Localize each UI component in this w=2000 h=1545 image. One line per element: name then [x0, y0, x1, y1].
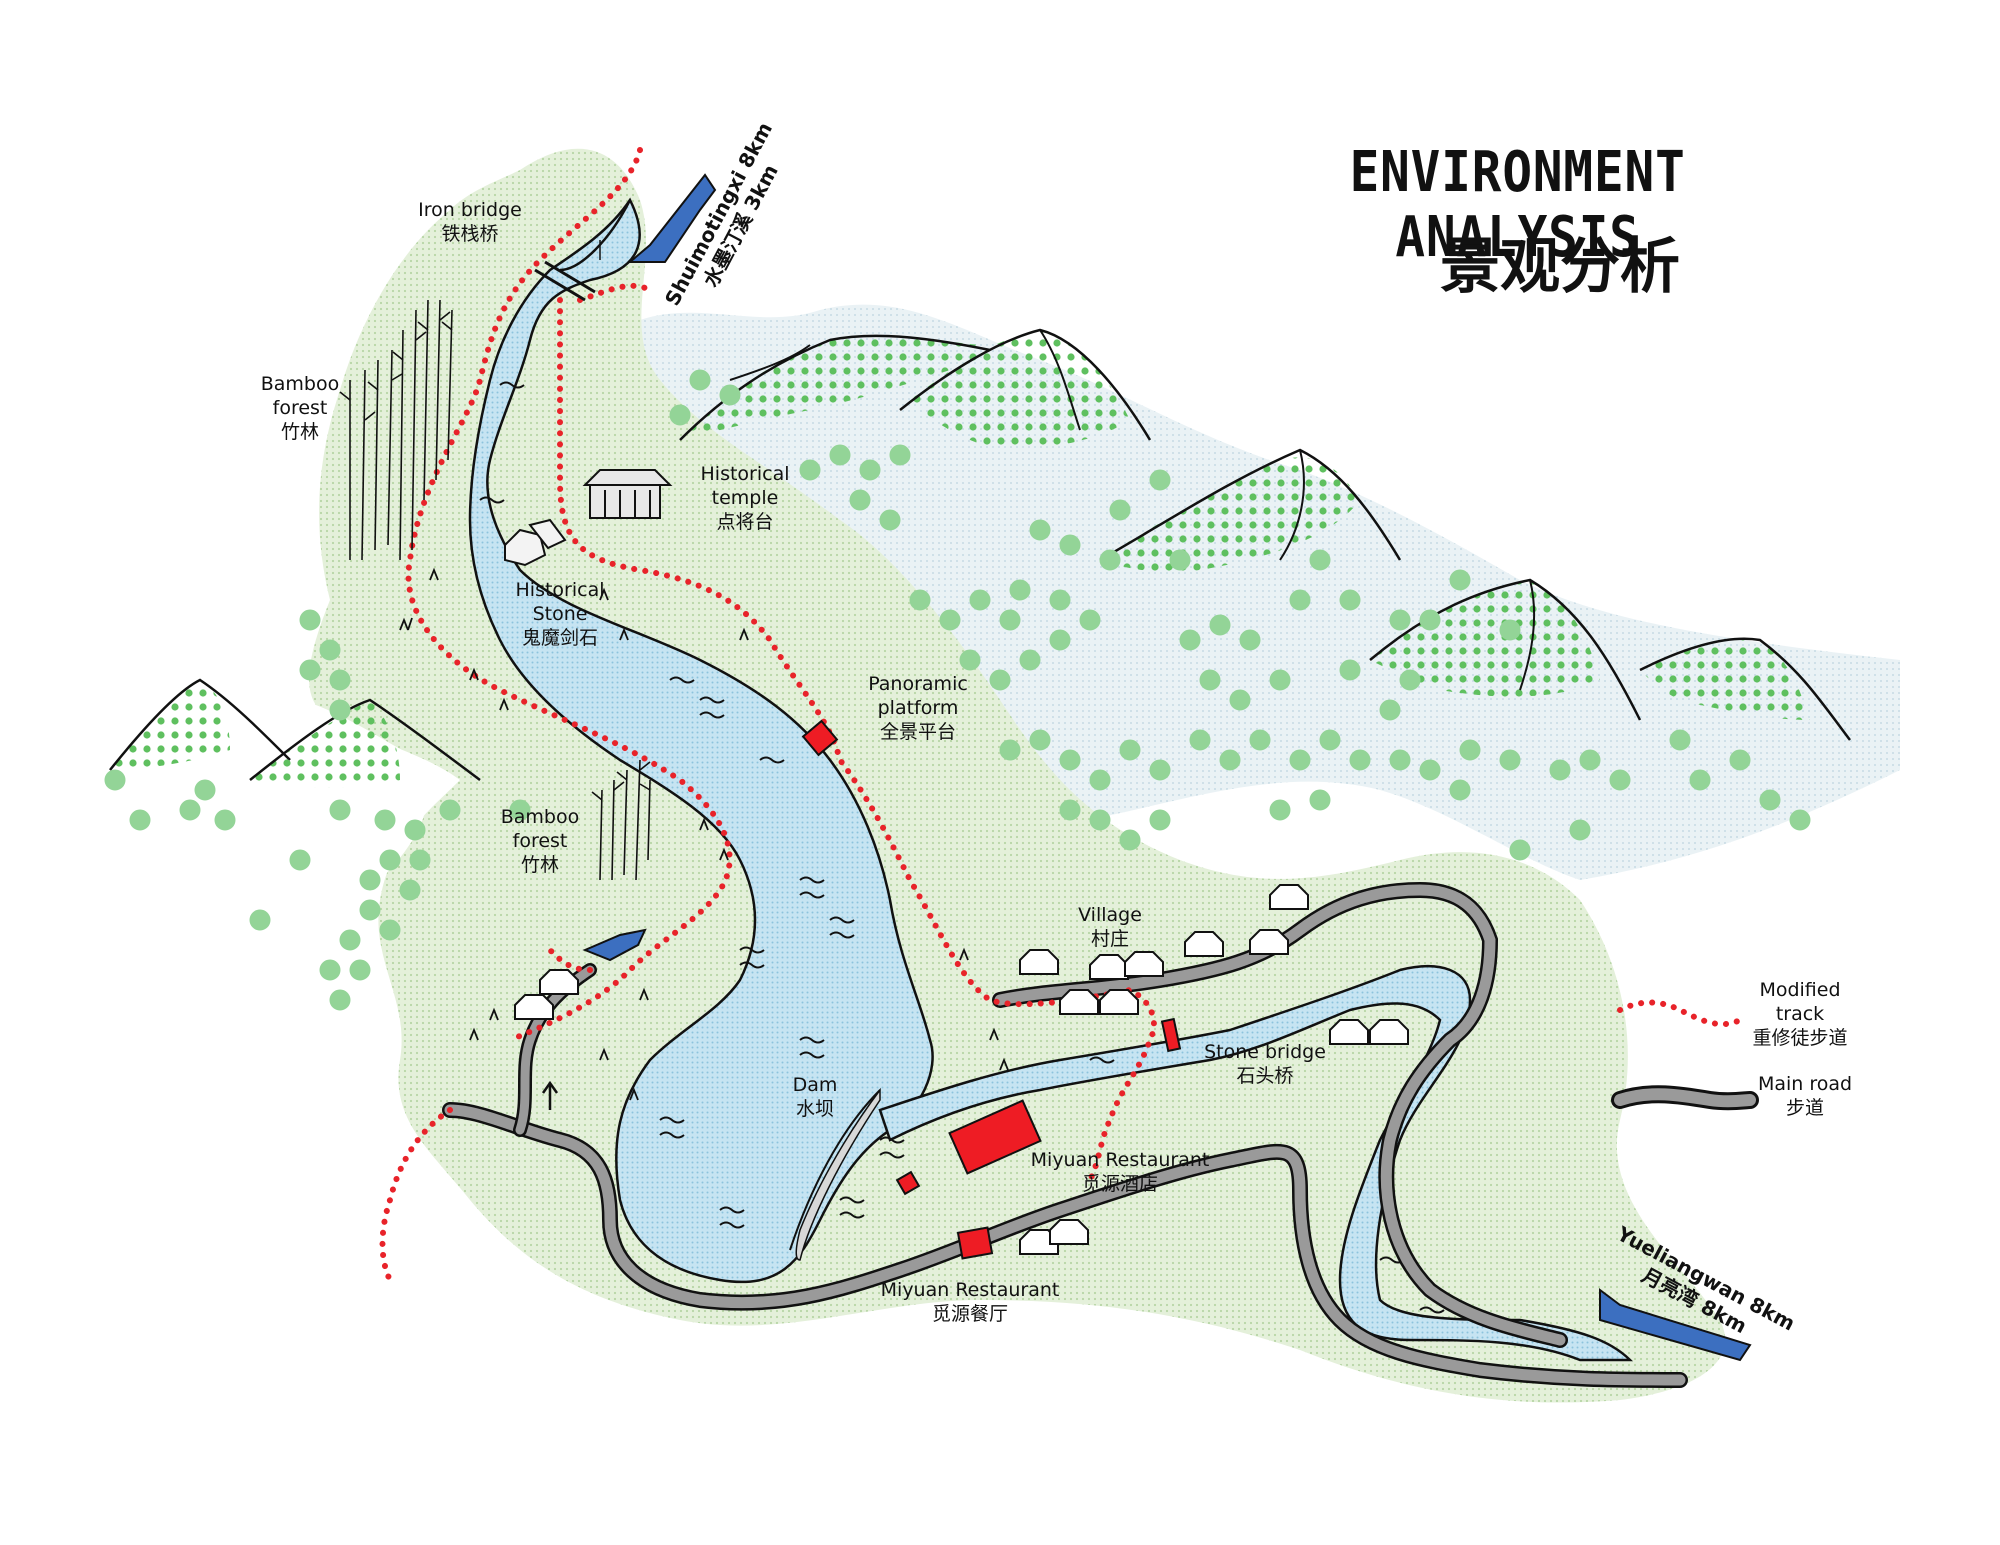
- label-village: Village 村庄: [1078, 904, 1142, 950]
- label-stone-bridge: Stone bridge 石头桥: [1204, 1041, 1326, 1087]
- dam: [789, 1087, 881, 1261]
- village-houses: [514, 884, 1409, 1255]
- arrow-small-left: [582, 928, 647, 962]
- panoramic-platform-marker: [801, 719, 839, 757]
- trees: [104, 369, 1811, 1011]
- miyuan-restaurant-2-marker: [956, 1226, 994, 1260]
- small-red-marker: [895, 1170, 921, 1196]
- label-historical-temple: Historical temple 点将台: [700, 463, 790, 533]
- label-bamboo-forest-2: Bamboo forest 竹林: [500, 806, 580, 876]
- stone-icon: [504, 518, 567, 567]
- temple-icon: [582, 469, 673, 519]
- stone-bridge-marker: [1160, 1017, 1182, 1053]
- river-upper: [468, 197, 934, 1284]
- up-arrow-icon: [541, 1080, 559, 1110]
- iron-bridge: [534, 260, 596, 302]
- label-miyuan-restaurant-1: Miyuan Restaurant 觅源酒店: [1030, 1149, 1210, 1195]
- bamboo-forest-1: [339, 299, 453, 561]
- mountains: [109, 328, 1852, 788]
- map-title-en: ENVIRONMENT ANALYSIS: [1349, 140, 1686, 270]
- modified-track: [379, 147, 1157, 1283]
- label-miyuan-restaurant-2: Miyuan Restaurant 觅源餐厅: [880, 1279, 1060, 1325]
- river-lower: [878, 965, 1634, 1362]
- arrow-shuimotingxi: [627, 173, 717, 263]
- grass-tufts: [399, 567, 1009, 1101]
- water-ripples: [479, 381, 1445, 1314]
- map-title-zh: 景观分析: [1440, 232, 1680, 302]
- label-historical-stone: Historical Stone 鬼魔剑石: [515, 579, 605, 649]
- label-panoramic-platform: Panoramic platform 全景平台: [868, 673, 968, 743]
- legend-main-road: Main road 步道: [1757, 1073, 1853, 1119]
- arrow-yueliangwan: [1599, 1288, 1752, 1362]
- label-bamboo-forest-1: Bamboo forest 竹林: [260, 373, 340, 443]
- miyuan-restaurant-1-marker: [948, 1099, 1042, 1175]
- bamboo-forest-2: [591, 759, 651, 881]
- legend-track-symbol: [1617, 999, 1743, 1028]
- label-iron-bridge: Iron bridge 铁栈桥: [418, 199, 522, 245]
- river: [468, 197, 1634, 1362]
- legend-modified-track: Modified track 重修徒步道: [1752, 979, 1848, 1049]
- label-dam: Dam 水坝: [792, 1074, 838, 1120]
